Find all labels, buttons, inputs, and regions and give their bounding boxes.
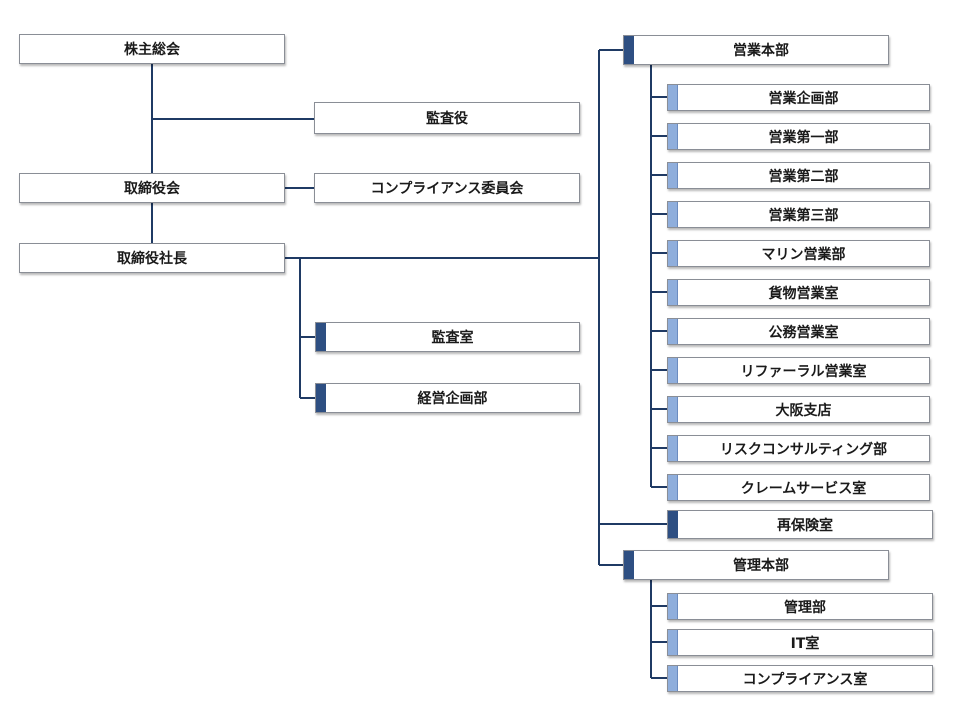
node-president: 取締役社長 [19,243,285,273]
node-label: 大阪支店 [775,402,832,419]
accent-bar [668,397,678,422]
node-board-of-directors: 取締役会 [19,173,285,203]
node-compliance-committee: コンプライアンス委員会 [314,173,580,203]
accent-bar [668,319,678,344]
node-label: 取締役社長 [117,251,187,267]
node-label: マリン営業部 [761,246,846,263]
node-label: 営業第三部 [768,207,839,224]
accent-bar [624,36,634,64]
node-corporate-planning: 経営企画部 [315,383,580,413]
node-label: 株主総会 [124,42,180,58]
accent-bar [668,202,678,227]
node-label: 取締役会 [124,181,180,197]
node-label: 管理本部 [733,558,789,574]
node-label: コンプライアンス委員会 [370,181,524,197]
node-label: 管理部 [784,599,826,616]
accent-bar [668,436,678,461]
node-shareholders-meeting: 株主総会 [19,34,285,64]
accent-bar [668,163,678,188]
node-sales-dept-1: 営業第一部 [667,123,930,150]
node-label: 経営企画部 [417,391,488,407]
accent-bar [668,85,678,110]
node-osaka-branch: 大阪支店 [667,396,930,423]
accent-bar [668,630,678,655]
accent-bar [668,594,678,619]
node-sales-dept-2: 営業第二部 [667,162,930,189]
node-public-sales: 公務営業室 [667,318,930,345]
accent-bar [668,241,678,266]
node-admin-hq: 管理本部 [623,550,889,580]
node-label: 営業第二部 [768,168,839,185]
accent-bar [668,358,678,383]
accent-bar [624,551,634,579]
node-cargo-sales: 貨物営業室 [667,279,930,306]
node-label: クレームサービス室 [740,480,867,497]
node-risk-consulting: リスクコンサルティング部 [667,435,930,462]
node-claim-service: クレームサービス室 [667,474,930,501]
node-reinsurance: 再保険室 [667,510,933,539]
node-audit-office: 監査室 [315,322,580,352]
node-label: コンプライアンス室 [742,671,868,688]
node-label: リファーラル営業室 [740,363,867,380]
node-label: 監査室 [431,330,474,346]
node-label: リスクコンサルティング部 [719,441,888,458]
node-label: 監査役 [426,111,468,127]
node-label: IT室 [790,635,820,652]
accent-bar [668,280,678,305]
accent-bar [316,323,326,351]
node-auditor: 監査役 [314,102,580,134]
node-sales-planning: 営業企画部 [667,84,930,111]
accent-bar [668,124,678,149]
node-compliance-office: コンプライアンス室 [667,665,933,692]
node-label: 再保険室 [777,517,833,534]
node-label: 営業第一部 [768,129,839,146]
node-label: 営業企画部 [768,90,839,107]
node-admin-dept: 管理部 [667,593,933,620]
accent-bar [668,475,678,500]
accent-bar [316,384,326,412]
accent-bar [668,666,678,691]
node-sales-hq: 営業本部 [623,35,889,65]
node-it-office: IT室 [667,629,933,656]
node-referral-sales: リファーラル営業室 [667,357,930,384]
node-label: 貨物営業室 [768,285,839,302]
node-sales-dept-3: 営業第三部 [667,201,930,228]
node-marine-sales: マリン営業部 [667,240,930,267]
accent-bar [668,511,678,538]
node-label: 公務営業室 [768,324,839,341]
node-label: 営業本部 [733,43,789,59]
